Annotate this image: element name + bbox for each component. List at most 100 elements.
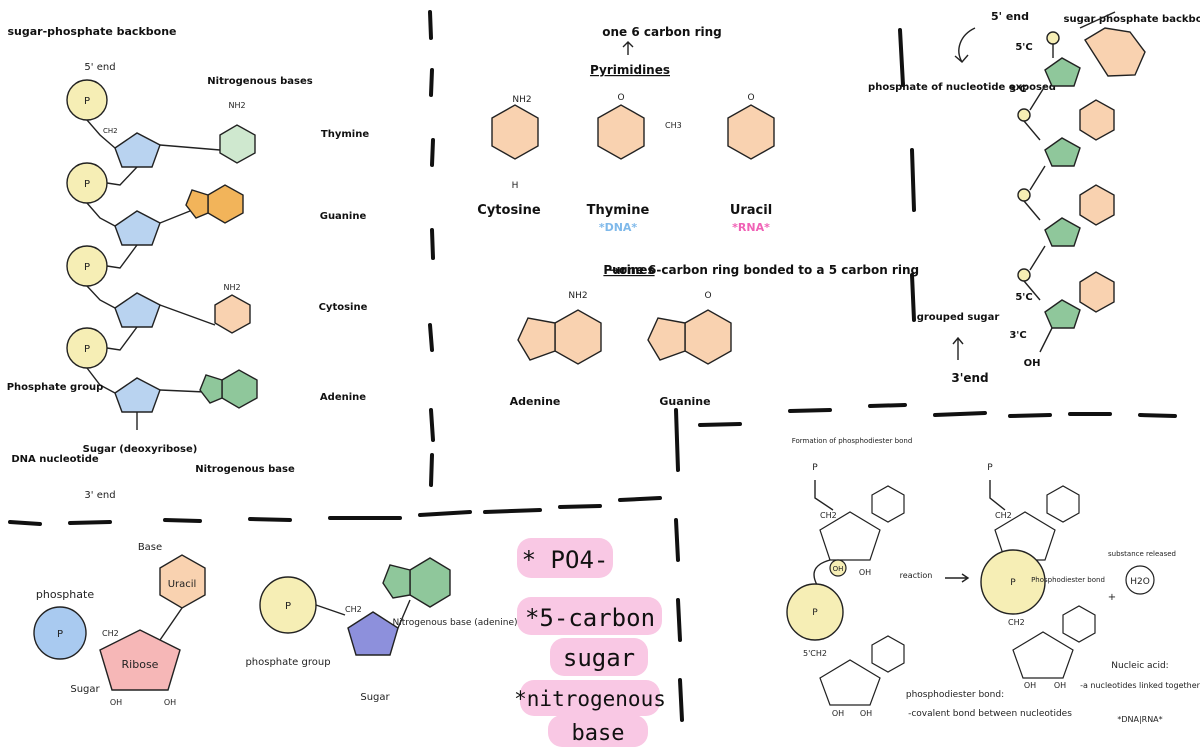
nitrogenous-base-adenine-label: Nitrogenous base (adenine): [392, 618, 517, 628]
strand-base-2: [1079, 99, 1115, 141]
panel-backbone-strand: 5' end sugar phosphate backbone phosphat…: [868, 10, 1200, 385]
cytosine-h: H: [512, 181, 519, 191]
five-end-label: 5' end: [84, 62, 115, 73]
reaction-label: reaction: [900, 571, 933, 580]
left-top-sugar: [819, 511, 881, 561]
sugar-pentagons: [114, 132, 161, 413]
five-end-top: 5' end: [991, 10, 1029, 23]
panel-dna-strand: sugar-phosphate backbone 5' end Nitrogen…: [7, 25, 370, 501]
three-end-label: 3' end: [84, 490, 115, 501]
adenine-ring5: [199, 374, 223, 404]
p-letter-4: P: [84, 344, 90, 355]
left-bottom-oh1: OH: [832, 709, 844, 718]
adenine-5ring: [382, 564, 411, 599]
phosphate-label: phosphate: [36, 588, 94, 601]
cytosine-name: Cytosine: [477, 203, 541, 218]
right-bottom-oh2: OH: [1054, 681, 1066, 690]
left-bottom-sugar: [819, 659, 881, 706]
plus-sign: +: [1108, 592, 1116, 603]
phosphate-yellow-right: [980, 549, 1046, 615]
pill-sugar-bg: [550, 638, 648, 676]
pill-nitrogenous-text: *nitrogenous: [514, 687, 666, 711]
panel-nucleotide-parts: P phosphate CH2 Ribose Sugar OH OH Uraci…: [33, 542, 518, 707]
adenine-name: Adenine: [510, 395, 561, 408]
sugar-2: [114, 210, 161, 246]
uracil-structure: [727, 104, 775, 160]
sugar-3: [114, 292, 161, 328]
rna-tag: *RNA*: [732, 221, 770, 234]
left-bottom-base: [871, 635, 905, 673]
strand-base-4: [1079, 271, 1115, 313]
sugar-label-left: Sugar: [70, 684, 100, 695]
left-top-oh: OH: [859, 568, 871, 577]
water-released-label: substance released: [1108, 550, 1176, 558]
pill-carbon-text: *5-carbon: [525, 604, 655, 632]
ribose-pentagon: [99, 629, 181, 691]
p-letter-2: P: [84, 179, 90, 190]
base-label: Base: [138, 542, 162, 553]
ribose-oh-1: OH: [110, 698, 122, 707]
water-formula: H2O: [1130, 577, 1150, 587]
left-five-ch2: 5'CH2: [803, 649, 827, 658]
pill-base-text: base: [572, 721, 625, 746]
nitrogenous-bases-header: Nitrogenous bases: [207, 76, 313, 87]
water-circle: [1125, 565, 1155, 595]
right-top-ch2: CH2: [995, 511, 1012, 520]
sugar-deoxyribose-label: Sugar (deoxyribose): [83, 444, 198, 455]
guanine-struct-5ring: [647, 317, 686, 361]
adenine-nh2-struct: NH2: [568, 291, 587, 301]
sugar-ch2: CH2: [345, 605, 362, 614]
base-label-thymine: Thymine: [321, 129, 369, 140]
cytosine-nh2: NH2: [223, 283, 240, 292]
p-letter-1: P: [84, 96, 90, 107]
cytosine-ring: [214, 294, 251, 334]
one-ring-note: one 6 carbon ring: [602, 25, 721, 39]
panel-components-pills: * PO4- *5-carbon sugar *nitrogenous base: [514, 538, 666, 747]
guanine-o-struct: O: [704, 291, 711, 301]
phosphate-group-p: P: [285, 601, 291, 612]
thymine-o-top: O: [617, 93, 624, 103]
sugar-label-right: Sugar: [360, 692, 390, 703]
phosphodiester-def-body: -covalent bond between nucleotides: [908, 709, 1072, 719]
adenine-struct-6ring: [554, 309, 602, 365]
nucleic-acid-body2: *DNA|RNA*: [1117, 715, 1162, 724]
pill-po4-text: * PO4-: [522, 546, 609, 574]
ch2-1: CH2: [103, 127, 118, 135]
base-label-adenine: Adenine: [320, 392, 366, 403]
sugar-1: [114, 132, 161, 168]
strand-base-1: [1084, 27, 1146, 77]
five-c-top: 5'C: [1015, 42, 1032, 53]
right-bottom-sugar: [1012, 631, 1074, 679]
right-top-p: P: [987, 463, 993, 473]
base-label-cytosine: Cytosine: [319, 302, 368, 313]
phosphodiester-def-title: phosphodiester bond:: [906, 690, 1004, 700]
dividers: [8, 10, 1177, 722]
right-bottom-oh1: OH: [1024, 681, 1036, 690]
pill-po4-bg: [517, 538, 613, 578]
adenine-6ring: [409, 557, 451, 608]
purines-note: →one 6-carbon ring bonded to a 5 carbon …: [609, 263, 919, 277]
panel-bases: one 6 carbon ring Pyrimidines NH2 O O CH…: [477, 25, 919, 408]
uracil-name: Uracil: [730, 203, 772, 218]
p-letter-3: P: [84, 262, 90, 273]
phosphate-circles: P P P P: [66, 79, 108, 369]
sugar-phosphate-backbone-label: sugar phosphate backbone: [1064, 14, 1200, 25]
strand-sugar-3: [1044, 217, 1081, 247]
pill-sugar-text: sugar: [563, 644, 635, 672]
deoxyribose-pentagon: [347, 611, 399, 656]
adenine-ring6: [221, 369, 258, 409]
phosphate-yellow-left: [786, 583, 844, 641]
uracil-label: Uracil: [168, 579, 197, 590]
sugar-4: [114, 377, 161, 413]
dna-tag: *DNA*: [599, 221, 638, 234]
left-phosphate-p: P: [812, 608, 818, 618]
left-top-base: [871, 485, 905, 523]
thymine-nh2: NH2: [228, 101, 245, 110]
right-phosphate-p: P: [1010, 578, 1016, 588]
thymine-ring: [219, 124, 256, 164]
three-c-bottom: 3'C: [1009, 330, 1026, 341]
left-top-ch2: CH2: [820, 511, 837, 520]
purines-heading: Purines: [603, 263, 654, 277]
base-label-guanine: Guanine: [320, 211, 367, 222]
guanine-struct-6ring: [684, 309, 732, 365]
